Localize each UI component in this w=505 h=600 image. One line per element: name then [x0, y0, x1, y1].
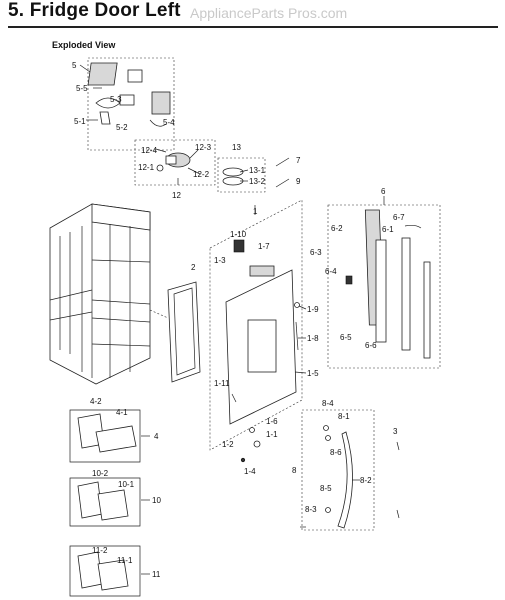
callout-1-5: 1-5 [307, 369, 319, 378]
callout-4: 4 [154, 432, 159, 441]
group-10 [69, 477, 141, 527]
callout-8-1: 8-1 [338, 412, 350, 421]
callout-5-2: 5-2 [116, 123, 128, 132]
callout-11-1: 11-1 [117, 556, 133, 565]
callout-1-6: 1-6 [266, 417, 278, 426]
callout-5-5: 5-5 [76, 84, 88, 93]
callout-12-4: 12-4 [141, 146, 158, 155]
callout-1: 1 [253, 207, 258, 216]
group-4 [69, 409, 141, 463]
callout-12-1: 12-1 [138, 163, 155, 172]
callout-6: 6 [381, 187, 386, 196]
callout-1-3: 1-3 [214, 256, 226, 265]
callout-8-6: 8-6 [330, 448, 342, 457]
callout-1-8: 1-8 [307, 334, 319, 343]
group-11 [69, 545, 141, 597]
group-6 [327, 204, 441, 369]
callout-1-9: 1-9 [307, 305, 319, 314]
callout-7: 7 [296, 156, 301, 165]
group-5 [87, 57, 175, 151]
callout-6-5: 6-5 [340, 333, 352, 342]
callout-8-5: 8-5 [320, 484, 332, 493]
callout-8: 8 [292, 466, 297, 475]
callout-10: 10 [152, 496, 161, 505]
group-8 [301, 409, 400, 531]
callout-2: 2 [191, 263, 196, 272]
callout-1-1: 1-1 [266, 430, 278, 439]
callout-3: 3 [393, 427, 398, 436]
callout-1-2: 1-2 [222, 440, 234, 449]
callout-6-2: 6-2 [331, 224, 343, 233]
callout-6-6: 6-6 [365, 341, 377, 350]
section-label: Exploded View [52, 40, 116, 50]
callout-6-3: 6-3 [310, 248, 322, 257]
callout-1-4: 1-4 [244, 467, 256, 476]
door-assembly [209, 199, 303, 463]
callout-10-2: 10-2 [92, 469, 109, 478]
callout-8-2: 8-2 [360, 476, 372, 485]
callout-6-1: 6-1 [382, 225, 394, 234]
callout-labels: 5 5-5 5-3 5-1 5-2 5-4 12-4 12-3 12-1 12-… [72, 61, 405, 579]
leader-lines [79, 64, 385, 575]
callout-9: 9 [296, 177, 301, 186]
callout-13-2: 13-2 [249, 177, 266, 186]
group-13 [217, 157, 290, 193]
callout-4-1: 4-1 [116, 408, 128, 417]
callout-1-10: 1-10 [230, 230, 247, 239]
callout-13-1: 13-1 [249, 166, 266, 175]
callout-11-2: 11-2 [92, 546, 108, 555]
callout-12-2: 12-2 [193, 170, 210, 179]
title-rule [8, 26, 498, 28]
door-gasket [149, 281, 201, 383]
callout-5-3: 5-3 [110, 95, 122, 104]
callout-13: 13 [232, 143, 241, 152]
callout-6-4: 6-4 [325, 267, 337, 276]
callout-8-3: 8-3 [305, 505, 317, 514]
fridge-cabinet [49, 203, 151, 385]
watermark: ApplianceParts Pros.com [190, 5, 348, 21]
callout-5-1: 5-1 [74, 117, 86, 126]
page-title: 5. Fridge Door Left [8, 0, 181, 21]
callout-8-4: 8-4 [322, 399, 334, 408]
callout-1-7: 1-7 [258, 242, 270, 251]
callout-6-7: 6-7 [393, 213, 405, 222]
callout-5: 5 [72, 61, 77, 70]
callout-1-11: 1-11 [214, 379, 230, 388]
callout-5-4: 5-4 [163, 118, 175, 127]
callout-4-2: 4-2 [90, 397, 102, 406]
callout-10-1: 10-1 [118, 480, 135, 489]
callout-11: 11 [152, 570, 161, 579]
callout-12: 12 [172, 191, 181, 200]
group-12 [134, 139, 216, 186]
callout-12-3: 12-3 [195, 143, 212, 152]
